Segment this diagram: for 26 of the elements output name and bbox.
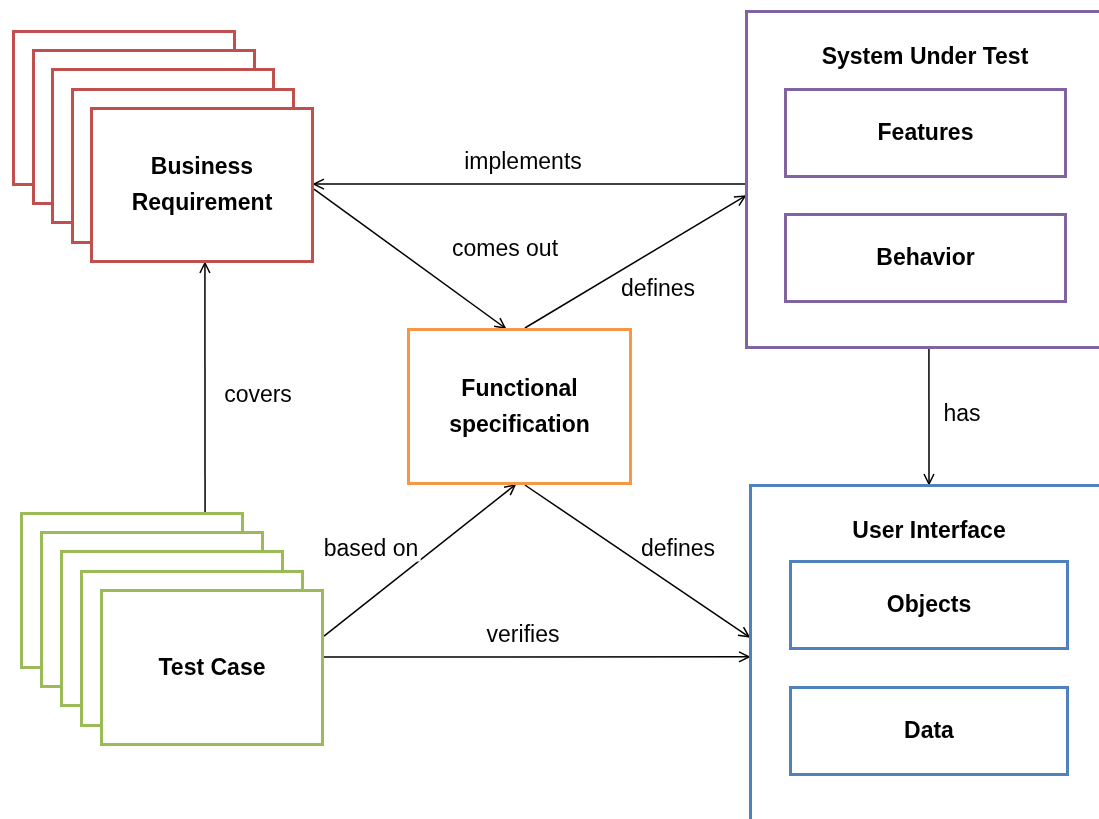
node-label: User Interface bbox=[852, 516, 1006, 545]
process-box bbox=[784, 213, 1067, 303]
arrow bbox=[323, 484, 516, 637]
process-box bbox=[90, 107, 314, 263]
process-box bbox=[789, 686, 1069, 776]
arrow bbox=[199, 262, 211, 513]
process-box bbox=[407, 328, 632, 485]
arrow bbox=[313, 178, 746, 190]
container-box bbox=[745, 10, 1099, 349]
arrow bbox=[323, 651, 750, 663]
arrow bbox=[524, 195, 746, 329]
node-label: Objects bbox=[886, 590, 972, 620]
node-label: Test Case bbox=[158, 652, 266, 682]
node-label: Functional specification bbox=[448, 373, 591, 439]
arrow bbox=[313, 188, 506, 329]
node-label: Business Requirement bbox=[130, 152, 274, 217]
node-label: System Under Test bbox=[821, 42, 1029, 71]
arrow bbox=[923, 348, 935, 485]
node-label: Behavior bbox=[876, 243, 975, 273]
arrow bbox=[524, 484, 750, 638]
node-label: Data bbox=[904, 716, 954, 746]
process-box bbox=[100, 589, 324, 746]
container-box bbox=[749, 484, 1099, 819]
node-label: Features bbox=[877, 118, 974, 148]
process-box bbox=[789, 560, 1069, 650]
process-box bbox=[784, 88, 1067, 178]
